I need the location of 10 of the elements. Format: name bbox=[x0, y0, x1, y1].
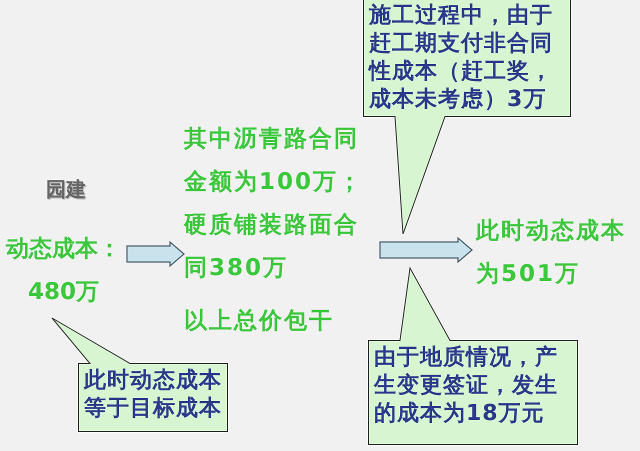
cost-text: 此时动态成本为501万 bbox=[476, 217, 627, 289]
cost-text: 以上总价包干 bbox=[184, 307, 335, 336]
callout-text: 由于地质情况，产生变更签证，发生的成本为18万元 bbox=[374, 344, 559, 428]
block-arrow bbox=[126, 240, 185, 268]
block-arrow bbox=[379, 236, 473, 264]
cost-text: 其中沥青路合同金额为100万；硬质铺装路面合同380万 bbox=[184, 125, 364, 283]
heading: 园建 bbox=[46, 176, 86, 203]
cost-text: 动态成本：480万 bbox=[4, 235, 122, 307]
callout-text: 施工过程中，由于赶工期支付非合同性成本（赶工奖，成本未考虑）3万 bbox=[369, 2, 554, 114]
callout-text: 此时动态成本等于目标成本 bbox=[84, 367, 223, 423]
